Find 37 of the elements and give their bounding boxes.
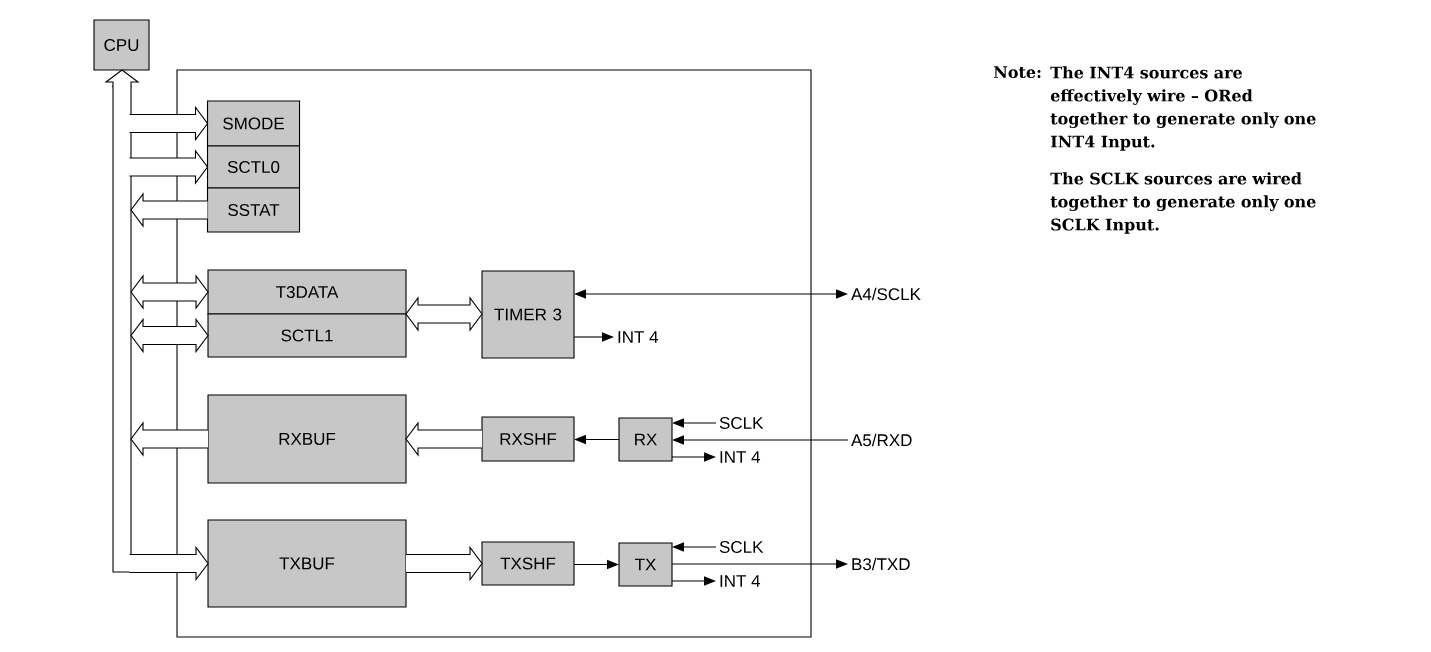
register-box: T3DATA bbox=[207, 269, 407, 315]
signal-label: INT 4 bbox=[720, 451, 761, 463]
bus-bar bbox=[112, 85, 132, 573]
bus-arrow bbox=[130, 317, 209, 354]
pin-label: A4/SCLK bbox=[851, 287, 921, 301]
pin-label: B3/TXD bbox=[852, 557, 910, 571]
register-box: SMODE bbox=[206, 100, 301, 147]
bus-arrow bbox=[405, 296, 483, 332]
bus-arrow bbox=[130, 274, 209, 310]
bus-arrow bbox=[104, 69, 140, 89]
bus-arrow bbox=[128, 545, 209, 582]
signal-label: SCLK bbox=[719, 540, 764, 553]
shift-register-box: TXSHF bbox=[481, 541, 575, 586]
bus-arrow bbox=[130, 192, 209, 228]
bus-arrow bbox=[128, 105, 209, 142]
bus-arrow bbox=[405, 421, 483, 457]
note-text: The SCLK sources are wired together to generate only one SCLK Input. bbox=[1050, 172, 1316, 234]
register-box: SCTL1 bbox=[207, 313, 407, 358]
note-heading: Note: bbox=[993, 66, 1041, 79]
module-outline bbox=[176, 69, 812, 638]
bus-arrow bbox=[130, 421, 209, 457]
signal-label: INT 4 bbox=[618, 331, 659, 343]
register-box: SCTL0 bbox=[206, 145, 301, 189]
register-box: SSTAT bbox=[206, 187, 301, 233]
cpu-box: CPU bbox=[93, 19, 150, 71]
pin-label: A5/RXD bbox=[851, 433, 912, 447]
bus-arrow bbox=[405, 545, 483, 582]
signal-label: SCLK bbox=[719, 416, 764, 429]
register-box: TXBUF bbox=[207, 519, 407, 608]
transmitter-block: TX bbox=[618, 542, 673, 587]
bus-arrow bbox=[128, 149, 209, 185]
receiver-block: RX bbox=[618, 417, 673, 462]
signal-label: INT 4 bbox=[720, 575, 761, 587]
note-text: The INT4 sources are effectively wire – ORed together to generate only one INT4 Input. bbox=[1050, 66, 1316, 151]
shift-register-box: RXSHF bbox=[481, 416, 575, 462]
register-box: RXBUF bbox=[207, 394, 407, 484]
timer-block: TIMER 3 bbox=[481, 270, 575, 359]
